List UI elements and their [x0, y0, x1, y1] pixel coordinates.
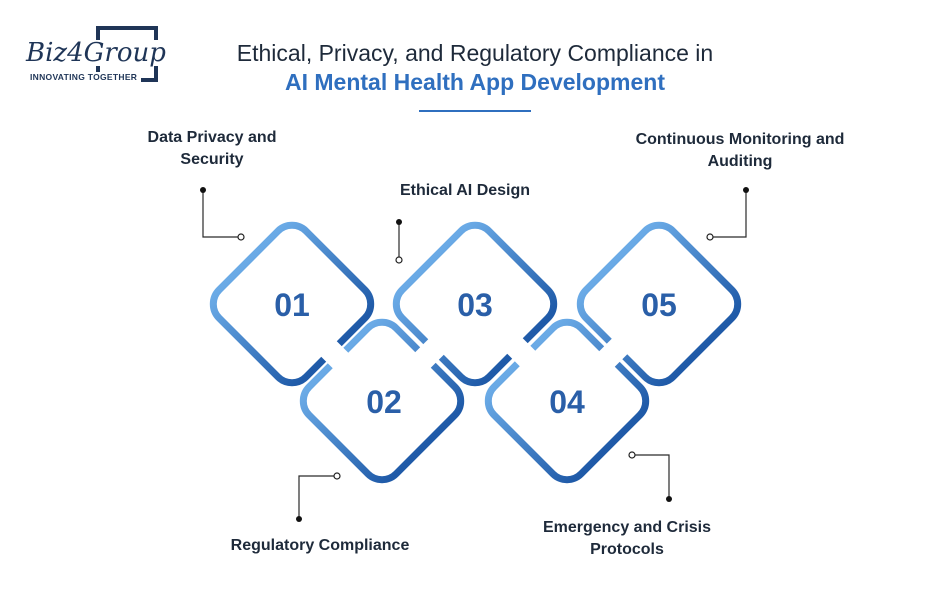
dot-03-start: [396, 219, 402, 225]
dot-01-end: [237, 233, 245, 241]
step-label-01: Data Privacy and Security: [147, 129, 277, 168]
dot-04-start: [628, 451, 636, 459]
link-joint-2: [414, 337, 446, 369]
link-joint-1: [317, 337, 349, 369]
logo-wordmark: Biz4Group: [26, 38, 168, 68]
page-title: Ethical, Privacy, and Regulatory Complia…: [236, 40, 714, 66]
step-number-02: 02: [366, 384, 402, 420]
step-label-03: Ethical AI Design: [399, 182, 531, 199]
connector-05: [710, 190, 747, 238]
title-underline: [419, 110, 531, 112]
page-subtitle: AI Mental Health App Development: [285, 69, 665, 95]
connector-04: [632, 454, 670, 499]
step-number-01: 01: [274, 287, 310, 323]
logo-tagline: INNOVATING TOGETHER: [30, 72, 142, 82]
step-number-05: 05: [641, 287, 677, 323]
step-number-03: 03: [457, 287, 493, 323]
dot-03-end: [395, 256, 403, 264]
company-logo: Biz4Group INNOVATING TOGETHER: [26, 26, 168, 86]
dot-02-end: [333, 472, 341, 480]
dot-02-start: [296, 516, 302, 522]
link-joint-3: [506, 337, 538, 369]
step-label-02: Regulatory Compliance: [230, 537, 410, 554]
dot-05-start: [743, 187, 749, 193]
connector-02: [298, 475, 337, 519]
link-joint-4: [597, 337, 629, 369]
step-label-05: Continuous Monitoring and Auditing: [635, 131, 845, 170]
connector-01: [202, 190, 241, 238]
dot-05-end: [706, 233, 714, 241]
dot-04-end: [666, 496, 672, 502]
dot-01-start: [200, 187, 206, 193]
step-label-04: Emergency and Crisis Protocols: [542, 519, 712, 558]
step-number-04: 04: [549, 384, 585, 420]
